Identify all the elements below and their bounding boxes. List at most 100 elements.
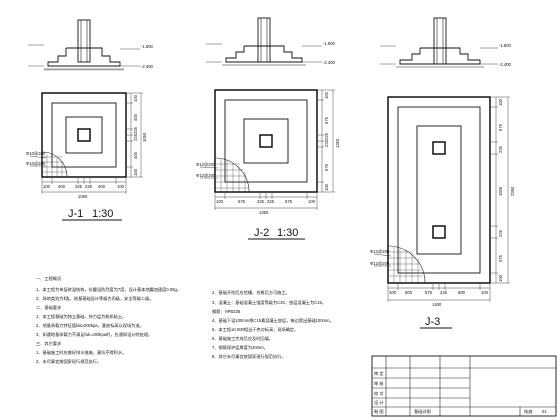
j3-bdim-2: 600 [405, 290, 413, 295]
j2-rdim-1: 100 [324, 91, 329, 99]
j3-rebar-top: Φ12@200 [370, 249, 390, 254]
note-right-2: 3、混凝土：基础混凝土强度等级为C30，垫层混凝土为C15。 [212, 299, 326, 306]
j2-bottom-dims: 100 575 225 225 575 100 1350 [214, 193, 318, 215]
notes-left: 一、工程概况 1、本工程为单层砖混结构，抗震设防烈度为7度，设计基本地震加速度0… [36, 275, 181, 365]
j3-elev-top: -1.800 [499, 43, 512, 48]
note-left-9: 1、基础施工时应做好排水措施，基坑不得积水。 [36, 349, 126, 356]
note-left-8: 三、其它要求 [36, 340, 62, 347]
j1-bdim-total: 1050 [78, 194, 88, 199]
j2-elev-top: -1.800 [323, 41, 336, 46]
footing-j1: -1.500 -2.400 Φ10@200 Φ [26, 19, 154, 221]
j2-scale: 1:30 [277, 227, 298, 239]
j1-rdim-6: 100 [133, 168, 138, 176]
j3-bottom-dims: 100 600 575 225 600 100 1400 [387, 284, 491, 307]
j1-elev-top: -1.500 [141, 44, 154, 49]
note-right-5: 5、本工程±0.000相当于绝对标高，现场确定。 [212, 326, 298, 333]
j3-bdim-3: 575 [425, 290, 433, 295]
j2-bdim-4: 225 [267, 199, 275, 204]
j1-rdim-1: 100 [133, 94, 138, 102]
j2-rebar-bottom: Φ12@200 [196, 173, 216, 178]
j1-rebar-bottom: Φ10@200 [26, 161, 46, 166]
j2-right-dims: 100 575 225 225 575 100 1350 [318, 89, 340, 193]
j1-title: J-1 [68, 208, 83, 220]
j3-bdim-total: 1400 [432, 302, 442, 307]
tb-label-2: 审 核 [374, 380, 384, 387]
j2-bdim-3: 225 [257, 199, 265, 204]
j1-rebar-hatch [41, 151, 68, 178]
notes-right: 2、基础开挖后应验槽，合格后方可施工。 3、混凝土：基础混凝土强度等级为C30，… [212, 289, 334, 360]
j3-bdim-4: 225 [440, 290, 448, 295]
note-right-6: 6、基础施工完成后应及时回填。 [212, 335, 273, 342]
note-right-4: 4、基础下设100mm厚C15素混凝土垫层，每边宽出基础100mm。 [212, 317, 334, 324]
j2-rdim-4: 225 [324, 139, 329, 147]
note-left-7: 3、如遇地基承载力不满足fak=200kpa时，应通知设计院处理。 [36, 331, 152, 338]
tb-label-3: 校 对 [374, 390, 384, 397]
note-left-4: 二、基础要求 [36, 304, 62, 311]
note-left-5: 1、本工程基础为独立基础，持力层为粉质粘土。 [36, 313, 126, 320]
j3-rdim-3: 225 [498, 145, 503, 153]
j1-rdim-total: 1050 [142, 132, 147, 142]
j2-rdim-5: 575 [324, 163, 329, 171]
tb-label-5: 制 图 [374, 408, 384, 415]
j3-rdim-5: 225 [498, 229, 503, 237]
note-left-10: 2、未尽事宜按国家现行规范执行。 [36, 358, 101, 365]
j3-right-dims: 100 575 225 1500 225 575 100 2350 [491, 96, 515, 284]
j2-title: J-2 [254, 227, 269, 239]
j2-elev-bottom: -2.400 [323, 60, 336, 65]
j1-scale: 1:30 [92, 208, 113, 220]
j3-plan: Φ12@200 Φ12@200 [370, 96, 491, 284]
j1-bottom-dims: 100 400 225 225 400 100 1050 [41, 178, 127, 199]
j2-bdim-6: 100 [308, 199, 316, 204]
note-right-8: 8、其它未尽事宜按国家现行规范执行。 [212, 353, 286, 360]
j3-title: J-3 [425, 316, 440, 328]
note-left-6: 2、地基承载力特征值fak≥200kpa，基底标高以现场为准。 [36, 322, 144, 329]
j1-rdim-4: 225 [133, 133, 138, 141]
note-left-1: 一、工程概况 [36, 275, 62, 282]
j3-rdim-4: 1500 [498, 186, 503, 196]
note-right-7: 7、钢筋保护层厚度为40mm。 [212, 344, 268, 351]
footing-j2: -1.800 -2.400 Φ12@200 [196, 17, 340, 240]
j1-bdim-1: 100 [43, 184, 51, 189]
j3-bdim-5: 600 [458, 290, 466, 295]
j3-rdim-7: 100 [498, 274, 503, 282]
j2-rdim-6: 100 [324, 183, 329, 191]
tb-label-4: 设 计 [374, 399, 384, 406]
j3-rdim-6: 575 [498, 254, 503, 262]
j1-bdim-3: 225 [75, 184, 83, 189]
j1-rdim-3: 225 [133, 126, 138, 134]
j2-plan: Φ12@200 Φ12@200 [196, 89, 318, 193]
j2-rdim-total: 1350 [335, 138, 340, 148]
j3-elev-bottom: -2.400 [499, 62, 512, 67]
j2-bdim-5: 575 [285, 199, 293, 204]
j2-section: -1.800 -2.400 [206, 17, 336, 66]
j3-rebar-hatch [387, 245, 426, 284]
tb-label-1: 审 定 [374, 370, 384, 377]
footing-j3: -1.800 -2.400 Φ1 [370, 17, 515, 329]
j1-bdim-6: 100 [117, 184, 125, 189]
tb-drawing-name: 基础详图 [414, 408, 431, 415]
note-right-3: 钢筋：HPB336 [212, 308, 241, 315]
j1-bdim-2: 400 [58, 184, 66, 189]
j3-section: -1.800 -2.400 [380, 17, 512, 68]
j3-bdim-1: 100 [389, 290, 397, 295]
j3-rdim-2: 575 [498, 123, 503, 131]
j1-bdim-5: 400 [98, 184, 106, 189]
j2-bdim-2: 575 [238, 199, 246, 204]
j1-rdim-2: 400 [133, 113, 138, 121]
j2-rdim-3: 225 [324, 132, 329, 140]
j1-bdim-4: 225 [85, 184, 93, 189]
j1-section: -1.500 -2.400 [28, 19, 154, 71]
note-right-1: 2、基础开挖后应验槽，合格后方可施工。 [212, 289, 290, 296]
j1-plan: Φ10@200 Φ10@200 [26, 92, 127, 178]
j2-bdim-total: 1350 [259, 210, 269, 215]
note-left-3: 2、场地类别为Ⅱ类，地基基础设计等级为丙级，安全等级二级。 [36, 295, 153, 302]
j3-bdim-6: 100 [481, 290, 489, 295]
note-left-2: 1、本工程为单层砖混结构，抗震设防烈度为7度，设计基本地震加速度0.05g。 [36, 286, 181, 293]
tb-number: 01 [542, 409, 547, 414]
tb-sheet: 结施 [524, 408, 533, 415]
j2-rebar-hatch [214, 157, 250, 193]
title-block: 审 定 审 核 校 对 设 计 制 图 基础详图 结施 01 [371, 355, 557, 417]
j1-rdim-5: 400 [133, 151, 138, 159]
j1-right-dims: 100 400 225 225 400 100 1050 [127, 92, 147, 178]
